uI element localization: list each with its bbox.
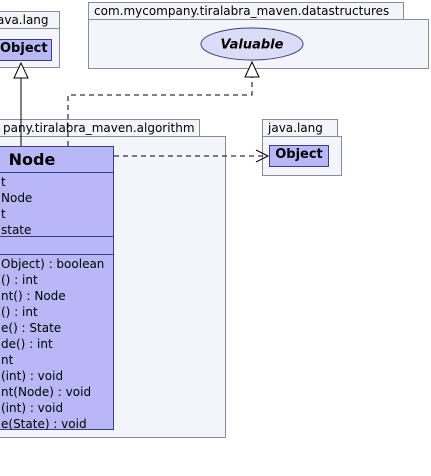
package-label-datastructures: com.mycompany.tiralabra_maven.datastruct… xyxy=(94,4,390,18)
dependency-arrowhead xyxy=(255,149,270,163)
node-method: nt xyxy=(1,353,14,367)
package-label-java-lang-right: java.lang xyxy=(268,121,323,135)
node-method: nt() : Node xyxy=(1,289,66,303)
class-object-right-label: Object xyxy=(275,147,323,162)
node-attribute: state xyxy=(1,223,32,237)
node-method: e(State) : void xyxy=(1,417,87,431)
node-clip: Node t Node t state Object) : boolean ()… xyxy=(0,0,114,476)
class-node-constructors xyxy=(0,237,113,255)
node-attribute: Node xyxy=(1,191,33,205)
node-method: (int) : void xyxy=(1,369,64,383)
node-method: () : int xyxy=(1,273,38,287)
node-attribute: t xyxy=(1,175,6,189)
interface-valuable-ellipse[interactable] xyxy=(200,27,304,61)
node-method: e() : State xyxy=(1,321,62,335)
interface-valuable-label: Valuable xyxy=(221,38,284,53)
realization-arrowhead xyxy=(244,60,260,78)
class-object-top-label: Object xyxy=(0,41,48,56)
node-method: () : int xyxy=(1,305,38,319)
class-node-methods: Object) : boolean () : int nt() : Node (… xyxy=(0,255,113,432)
generalization-arrowhead xyxy=(13,61,29,79)
node-attribute: t xyxy=(1,207,6,221)
node-method: Object) : boolean xyxy=(1,257,105,271)
node-method: de() : int xyxy=(1,337,53,351)
class-node-attributes: t Node t state xyxy=(0,173,113,237)
node-method: (int) : void xyxy=(1,401,64,415)
node-method: nt(Node) : void xyxy=(1,385,92,399)
class-object-right[interactable]: Object xyxy=(269,145,329,167)
class-node[interactable]: Node t Node t state Object) : boolean ()… xyxy=(0,146,114,432)
package-label-java-lang-top: ava.lang xyxy=(0,13,49,27)
class-node-title: Node xyxy=(0,147,113,173)
package-tab-datastructures: com.mycompany.tiralabra_maven.datastruct… xyxy=(88,2,404,20)
realization-line xyxy=(67,77,253,146)
class-object-top[interactable]: Object xyxy=(0,39,52,61)
package-label-algorithm: pany.tiralabra_maven.algorithm xyxy=(3,121,195,135)
class-node-title-label: Node xyxy=(8,150,56,169)
